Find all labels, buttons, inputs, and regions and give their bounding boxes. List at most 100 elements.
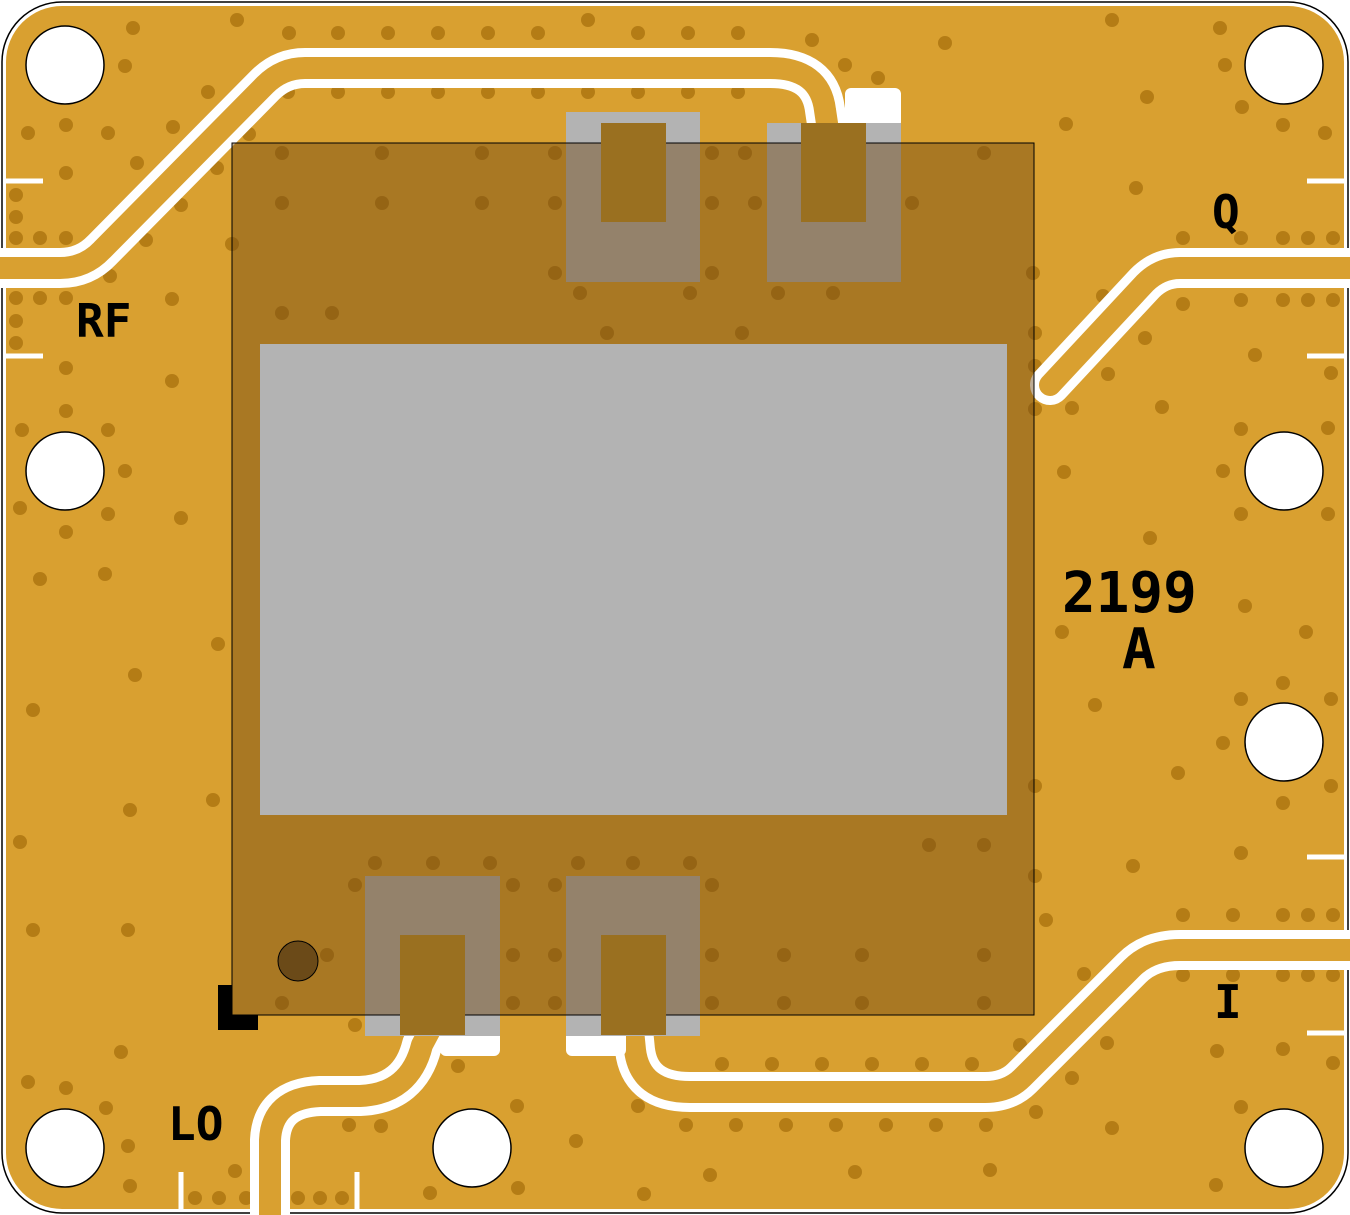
via [1276, 796, 1290, 810]
via [206, 793, 220, 807]
mounting-hole [1244, 1108, 1324, 1188]
via [114, 1045, 128, 1059]
via [1155, 400, 1169, 414]
via [1326, 908, 1340, 922]
via [59, 118, 73, 132]
via [1234, 1100, 1248, 1114]
via [431, 26, 445, 40]
via [313, 1191, 327, 1205]
via [59, 291, 73, 305]
via [779, 1118, 793, 1132]
via [33, 572, 47, 586]
q-trace [1039, 257, 1350, 396]
via [33, 231, 47, 245]
via [126, 21, 140, 35]
via [581, 85, 595, 99]
via [683, 286, 697, 300]
via [375, 146, 389, 160]
i-trace [622, 939, 1350, 1103]
via [922, 838, 936, 852]
via [481, 26, 495, 40]
via [1209, 1178, 1223, 1192]
via [325, 306, 339, 320]
via [531, 85, 545, 99]
via [275, 146, 289, 160]
via [1301, 231, 1315, 245]
via [983, 1163, 997, 1177]
via [59, 231, 73, 245]
via [705, 146, 719, 160]
via [829, 1118, 843, 1132]
rf-trace [0, 57, 839, 279]
via [848, 1165, 862, 1179]
via [1028, 869, 1042, 883]
via [748, 196, 762, 210]
via [381, 85, 395, 99]
via [101, 423, 115, 437]
via [965, 1057, 979, 1071]
via [548, 196, 562, 210]
via [230, 13, 244, 27]
via [1301, 293, 1315, 307]
via [631, 85, 645, 99]
label-lo: LO [168, 1097, 223, 1151]
via [765, 1057, 779, 1071]
via [166, 120, 180, 134]
via [211, 637, 225, 651]
via [1101, 367, 1115, 381]
via [705, 878, 719, 892]
via [123, 803, 137, 817]
part-number: 2199 [1062, 561, 1197, 626]
via [239, 1191, 253, 1205]
via [705, 948, 719, 962]
traces [0, 48, 1350, 1215]
via [1210, 1044, 1224, 1058]
via [548, 948, 562, 962]
via [703, 1168, 717, 1182]
via [1039, 913, 1053, 927]
via [431, 85, 445, 99]
via [13, 501, 27, 515]
via [165, 292, 179, 306]
via [879, 1118, 893, 1132]
label-q: Q [1212, 185, 1240, 239]
via [1276, 231, 1290, 245]
via [979, 1118, 993, 1132]
via [548, 266, 562, 280]
via [1057, 465, 1071, 479]
via [548, 996, 562, 1010]
via [915, 1057, 929, 1071]
via [1171, 766, 1185, 780]
via [165, 374, 179, 388]
via [1226, 968, 1240, 982]
via [375, 196, 389, 210]
pad-clearance [845, 88, 901, 128]
via [777, 948, 791, 962]
via [929, 1118, 943, 1132]
via [1176, 297, 1190, 311]
via [1065, 1071, 1079, 1085]
via [9, 210, 23, 224]
via [1126, 859, 1140, 873]
via [342, 1118, 356, 1132]
via [905, 196, 919, 210]
via [33, 291, 47, 305]
via [1234, 231, 1248, 245]
via [1248, 348, 1262, 362]
via [282, 26, 296, 40]
pad-clearance [566, 1030, 626, 1056]
via [1028, 326, 1042, 340]
via [21, 126, 35, 140]
via [506, 948, 520, 962]
via [1235, 100, 1249, 114]
via [348, 1018, 362, 1032]
via [977, 146, 991, 160]
via [483, 856, 497, 870]
via [9, 336, 23, 350]
via [1318, 126, 1332, 140]
via [777, 996, 791, 1010]
via [548, 146, 562, 160]
via [548, 878, 562, 892]
via [130, 156, 144, 170]
